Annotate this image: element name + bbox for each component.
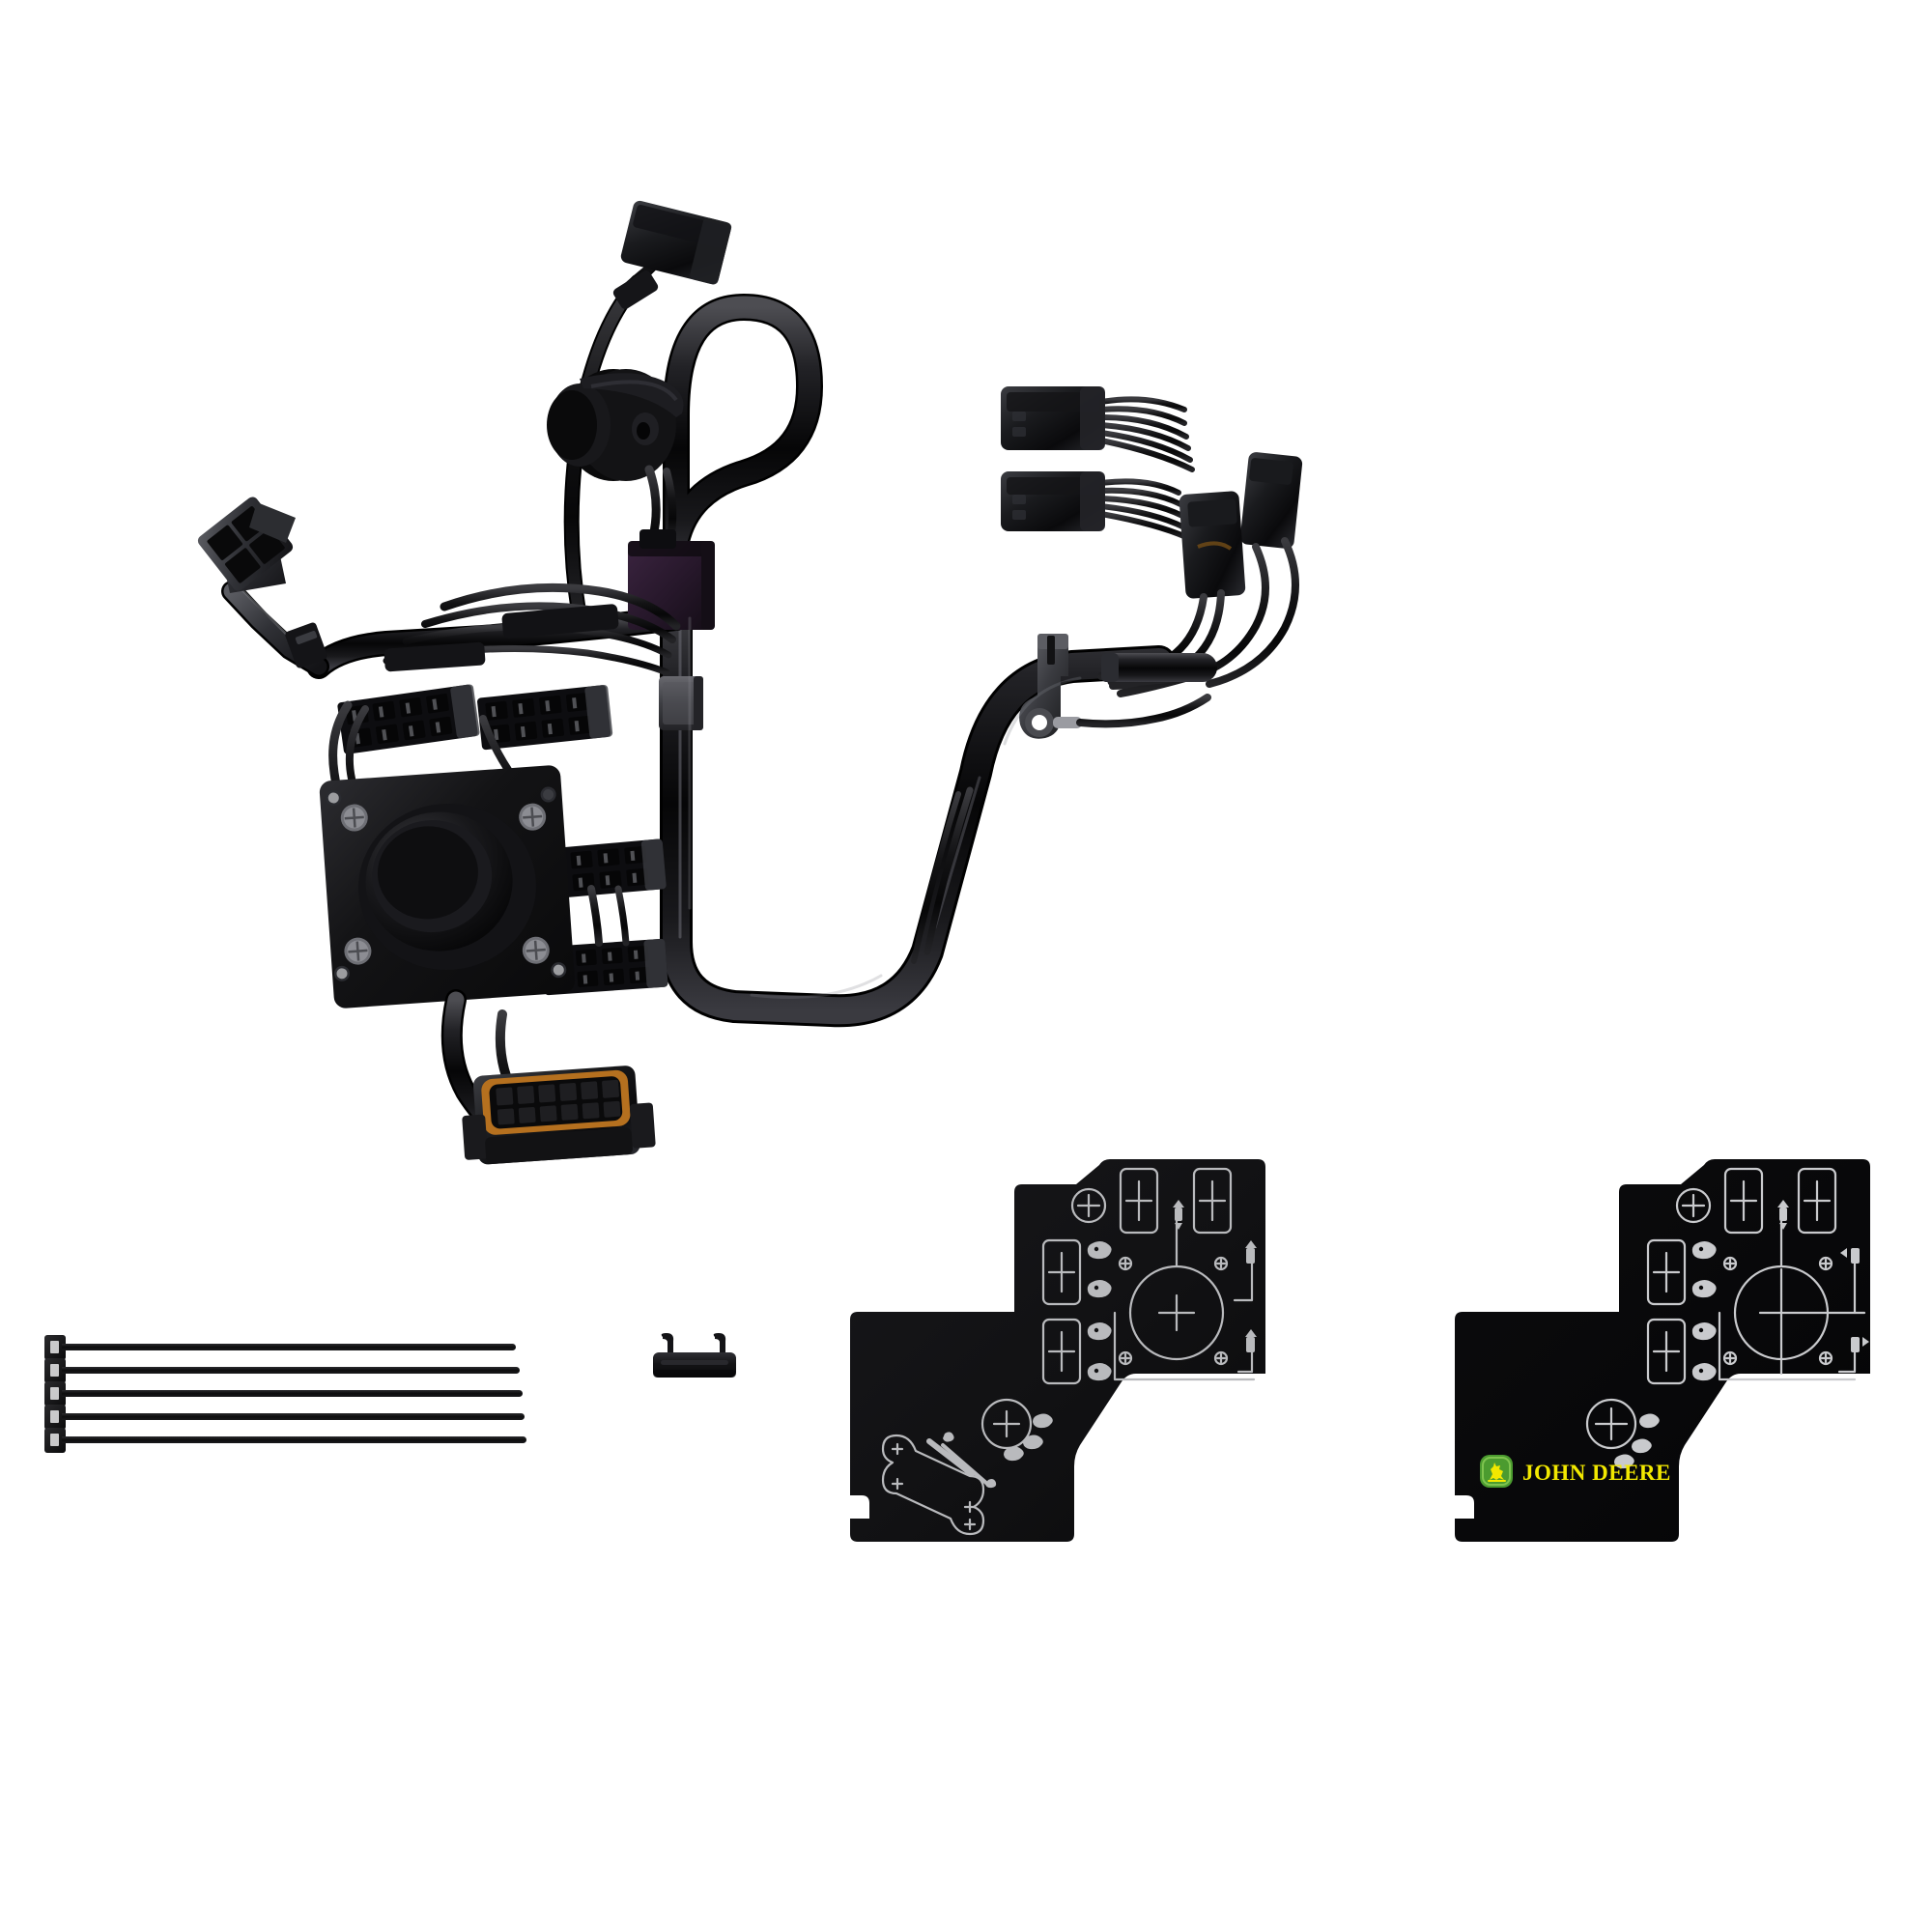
leaping-deer-icon (1490, 1463, 1504, 1480)
cable-tie-strap (62, 1436, 526, 1443)
foot-pedal-symbol-7 (1614, 1454, 1634, 1469)
crosshair-rect-2 (1192, 1167, 1233, 1235)
screw-mark-4 (1213, 1350, 1229, 1366)
right-connector-lower (1179, 491, 1246, 599)
crosshair-rect-3 (1646, 1238, 1687, 1306)
module-purple (628, 529, 715, 630)
foot-pedal-symbols (1614, 1200, 1869, 1469)
foot-pedal-symbol-5 (1033, 1413, 1053, 1429)
decal-right-panel: JOHN DEERE (1441, 1155, 1895, 1561)
grey-4way-connector (197, 497, 296, 593)
screw-mark-4 (1818, 1350, 1833, 1366)
cable-tie-head (44, 1428, 66, 1453)
cable-tie-strap (62, 1344, 516, 1350)
cable-tie-strap (62, 1413, 525, 1420)
foot-pedal-symbol-3 (1087, 1322, 1112, 1341)
arrow-indicator-up (1173, 1200, 1184, 1208)
loom-clamp (659, 676, 703, 730)
screw-mark-3 (1118, 1350, 1133, 1366)
screw-mark-1 (1722, 1256, 1738, 1271)
crosshair-circle-top-left (1070, 1187, 1107, 1224)
arrow-indicator-left (1840, 1248, 1847, 1258)
relay-block-b (477, 685, 613, 751)
cable-tie-head (44, 1405, 66, 1430)
sealed-connector-12pin (462, 1065, 656, 1165)
crosshair-rect-4 (1646, 1318, 1687, 1385)
arrow-indicator-left (1245, 1240, 1257, 1248)
crosshair-rect-2 (1797, 1167, 1837, 1235)
cable-ties-group (39, 1333, 526, 1459)
arrow-indicator-right (1245, 1329, 1257, 1337)
cable-clip-vector (653, 1333, 736, 1378)
harness-vector (197, 200, 1303, 1165)
screw-mark-3 (1722, 1350, 1738, 1366)
john-deere-wordmark: JOHN DEERE (1522, 1461, 1671, 1485)
square-module (319, 765, 576, 1009)
crosshair-circle-small (980, 1398, 1033, 1450)
foot-pedal-symbol-6 (1023, 1435, 1043, 1450)
cable-tie-head (44, 1381, 66, 1406)
rubber-grommet (547, 369, 684, 481)
cable-tie-strap (62, 1367, 520, 1374)
right-connector-upper (1239, 452, 1303, 549)
decal-left-panel (837, 1155, 1291, 1561)
crosshair-circle-top-left (1675, 1187, 1712, 1224)
arrow-indicator-up (1777, 1200, 1789, 1208)
foot-pedal-symbol-6 (1632, 1438, 1652, 1454)
cable-clip (643, 1331, 750, 1399)
cable-tie-strap (62, 1390, 523, 1397)
crosshair-rect-4 (1041, 1318, 1082, 1385)
foot-pedal-symbol-4 (1691, 1363, 1717, 1381)
crosshair-rect-1 (1723, 1167, 1764, 1235)
joystick-outline (881, 1434, 985, 1536)
crosshair-rect-3 (1041, 1238, 1082, 1306)
foot-pedal-symbol-2 (1691, 1280, 1717, 1298)
arrow-indicator-right (1862, 1337, 1869, 1347)
flat-blade-connector-mid-b (1001, 471, 1105, 531)
decal-right-vector: JOHN DEERE (1455, 1159, 1870, 1542)
cable-tie-head (44, 1335, 66, 1360)
foot-pedal-symbol-1 (1691, 1241, 1717, 1260)
screw-mark-1 (1118, 1256, 1133, 1271)
flat-blade-connector-mid-a (1001, 386, 1105, 450)
foot-pedal-symbol-3 (1691, 1322, 1717, 1341)
crosshair-circle-small (1585, 1398, 1637, 1450)
wiring-harness-assembly (0, 0, 1401, 1208)
foot-pedal-symbol-5 (1639, 1413, 1660, 1429)
foot-pedal-symbol-7 (1004, 1446, 1024, 1462)
foot-pedal-symbol-4 (1087, 1363, 1112, 1381)
crosshair-rect-1 (1119, 1167, 1159, 1235)
flat-blade-connector-upper (620, 200, 732, 285)
decal-left-vector (850, 1159, 1265, 1542)
foot-pedal-symbols (943, 1200, 1257, 1489)
screw-mark-2 (1818, 1256, 1833, 1271)
foot-pedal-symbol-2 (1087, 1280, 1112, 1298)
ground-strap-bracket (1019, 634, 1211, 739)
john-deere-logo: JOHN DEERE (1480, 1455, 1671, 1488)
foot-pedal-symbol-1 (1087, 1241, 1112, 1260)
screw-mark-2 (1213, 1256, 1229, 1271)
cable-tie-head (44, 1358, 66, 1383)
